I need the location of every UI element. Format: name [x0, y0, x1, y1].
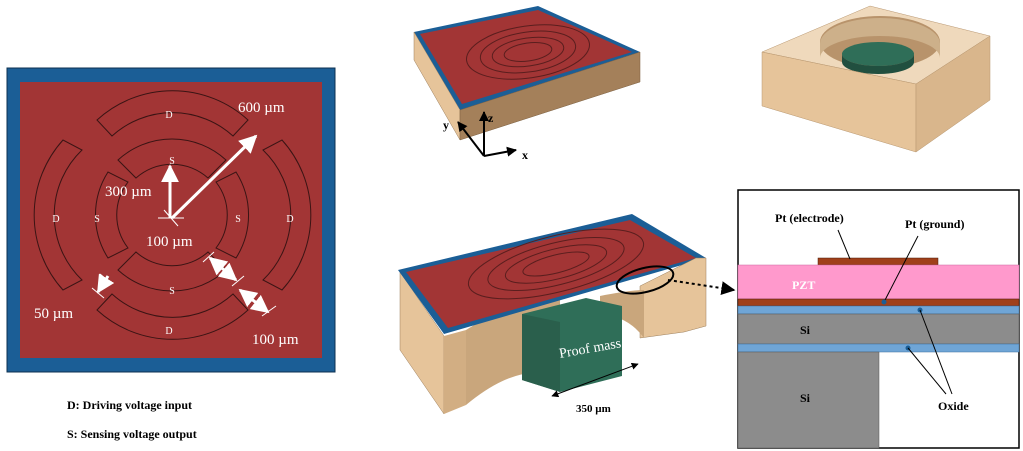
outer-segment-right [262, 139, 312, 291]
label-oxide: Oxide [938, 399, 969, 413]
dim-100-center: 100 µm [146, 234, 193, 250]
dim-300: 300 µm [105, 184, 152, 200]
label-s-bottom: S [169, 286, 175, 297]
oxide-top-layer [737, 305, 1020, 315]
callout-ellipse [615, 265, 675, 295]
electrode-labels: D D D D S S S S [52, 110, 293, 337]
layer-stack-panel: Pt (electrode) Pt (ground) PZT Si Si Oxi… [737, 189, 1020, 449]
outer-segment-top [96, 90, 249, 137]
si-top-layer [737, 313, 1020, 345]
cavity-proof-mass [842, 42, 914, 66]
dimension-ticks [91, 209, 277, 317]
electrode-surface [20, 82, 322, 358]
cavity-right-face [915, 35, 991, 153]
label-s-left: S [94, 214, 100, 225]
label-d-right: D [286, 214, 293, 225]
dimension-labels: 600 µm 300 µm 100 µm 50 µm 100 µm [34, 100, 299, 348]
width-label: 350 µm [576, 403, 611, 415]
dim-50: 50 µm [34, 306, 73, 322]
pzt-layer [737, 264, 1020, 300]
axis-z: z [488, 111, 494, 125]
iso-block-cavity [761, 5, 991, 153]
label-pt-ground: Pt (ground) [905, 217, 964, 231]
pt-electrode-layer [817, 257, 939, 266]
label-d-top: D [165, 110, 172, 121]
arrow-gap-inner [208, 256, 238, 282]
inner-segment-left [95, 171, 129, 259]
label-pzt: PZT [792, 278, 815, 292]
dim-100: 100 µm [252, 332, 299, 348]
axis-y: y [443, 118, 449, 132]
label-pt-electrode: Pt (electrode) [775, 211, 844, 225]
iso-electrode-top [420, 10, 632, 104]
dim-600: 600 µm [238, 100, 285, 116]
arrow-600 [170, 134, 258, 220]
dimension-arrows [96, 134, 270, 314]
callout-line [667, 279, 736, 296]
si-bottom-layer [737, 351, 880, 449]
label-si-top: Si [800, 323, 811, 337]
axis-x: x [522, 148, 528, 162]
top-view-panel: D D D D S S S S 600 µm 300 µm 100 µm 50 … [6, 67, 336, 441]
iso-block-top [413, 6, 641, 141]
label-d-bottom: D [165, 326, 172, 337]
legend-d: D: Driving voltage input [67, 398, 192, 412]
outer-segment-left [33, 139, 83, 291]
axis-triad: x z y [443, 111, 528, 162]
pt-ground-layer [737, 298, 1020, 307]
section-right-wall [639, 257, 707, 339]
label-s-top: S [169, 156, 175, 167]
iso-rings [465, 24, 591, 80]
label-d-left: D [52, 214, 59, 225]
inner-segment-top [117, 138, 227, 179]
width-arrow [551, 362, 639, 398]
legend-s: S: Sensing voltage output [67, 427, 197, 441]
oxide-bottom-layer [737, 343, 1020, 353]
legend: D: Driving voltage input S: Sensing volt… [67, 398, 197, 441]
arrow-100 [238, 288, 270, 314]
iso-cross-section: Proof mass 350 µm [398, 214, 736, 415]
label-si-bottom: Si [800, 391, 811, 405]
label-s-right: S [235, 214, 241, 225]
inner-segment-right [215, 171, 249, 259]
